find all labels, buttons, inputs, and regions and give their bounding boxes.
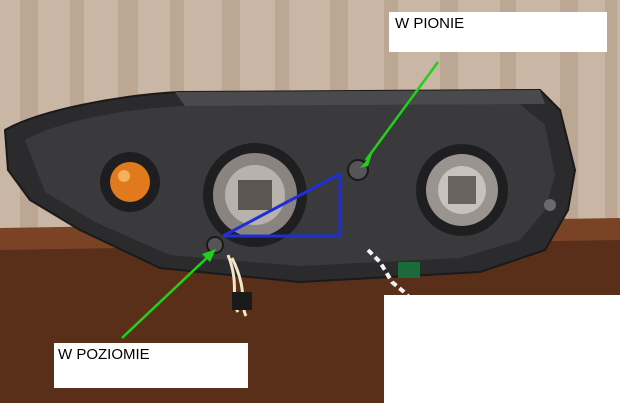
white-overlay-patch (384, 295, 620, 403)
horizontal-arrow (121, 249, 216, 339)
turn-signal-bulb (100, 152, 160, 212)
white-cable (366, 248, 414, 302)
mount-screw (544, 199, 556, 211)
horizontal-adjust-label: W POZIOMIE (54, 343, 248, 388)
horizontal-adjust-screw (206, 236, 224, 254)
high-beam-socket (416, 144, 508, 236)
green-connector (398, 262, 420, 278)
connector (232, 292, 252, 310)
low-beam-socket (203, 143, 307, 247)
vertical-adjust-label: W PIONIE (389, 12, 607, 52)
adjustment-guide-lines (222, 172, 342, 238)
vertical-arrow (360, 61, 440, 168)
